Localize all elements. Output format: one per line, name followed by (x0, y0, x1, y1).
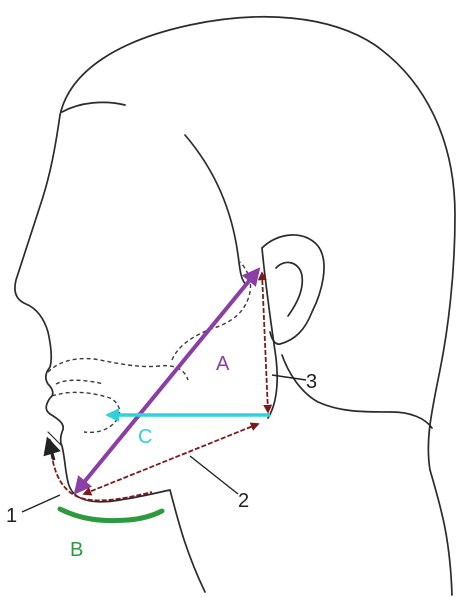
line-2 (84, 424, 258, 494)
label-3: 3 (306, 371, 317, 393)
ear-inner (276, 262, 302, 316)
label-2: 2 (238, 490, 249, 512)
label-1: 1 (6, 505, 17, 527)
chin-contour (56, 380, 104, 384)
lower-lip-contour (52, 392, 120, 432)
label-a: A (216, 353, 230, 375)
masseter-contour (172, 262, 251, 360)
label-c: C (138, 426, 152, 448)
label-b: B (70, 539, 83, 561)
cheek-line (185, 135, 246, 285)
line-a (76, 270, 258, 492)
line-b (60, 509, 162, 521)
eye-brow (62, 102, 125, 112)
leader-1 (22, 495, 60, 512)
neck-back-line (282, 355, 432, 428)
leader-2 (190, 456, 238, 494)
upper-lip-contour (48, 359, 188, 381)
